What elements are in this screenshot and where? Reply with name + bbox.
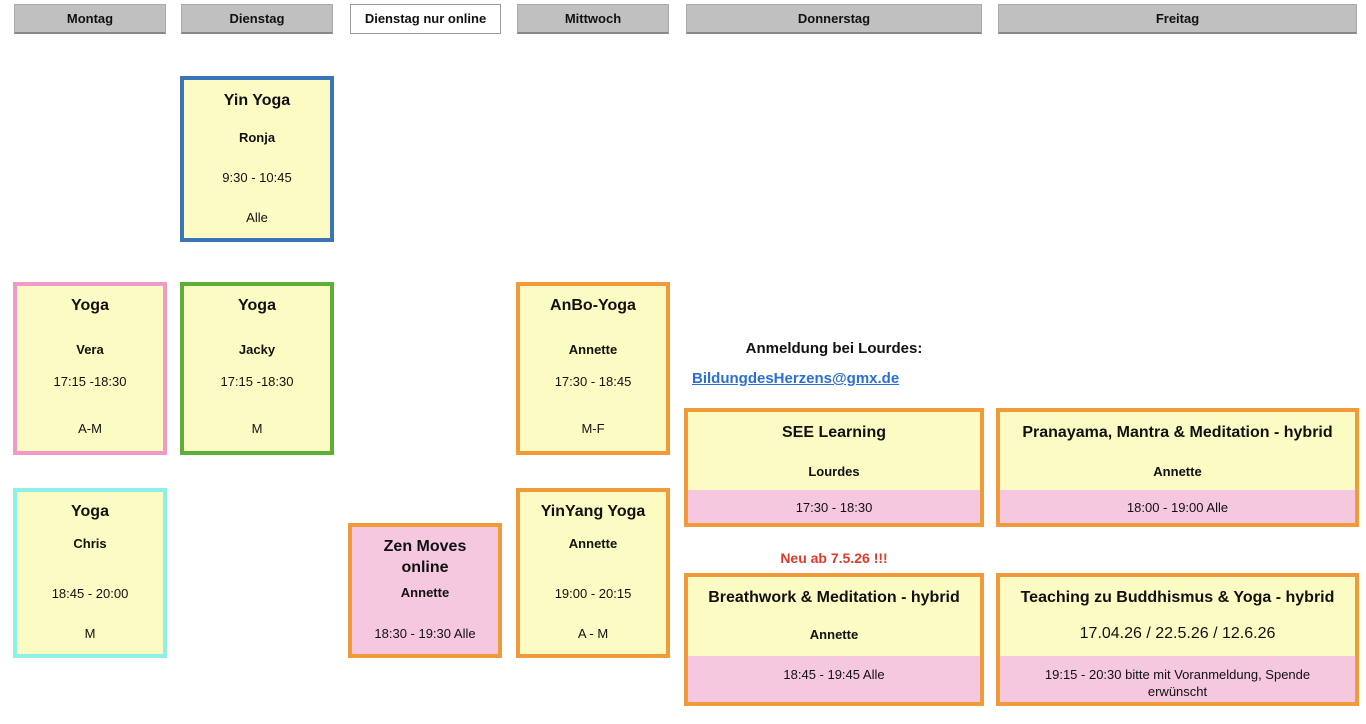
class-level: M (84, 626, 96, 641)
class-title: AnBo-Yoga (550, 297, 636, 314)
tab-donnerstag[interactable]: Donnerstag (686, 4, 982, 34)
class-card-teaching: Teaching zu Buddhismus & Yoga - hybrid 1… (996, 573, 1359, 706)
class-card-pranayama: Pranayama, Mantra & Meditation - hybrid … (996, 408, 1359, 527)
class-teacher: Ronja (238, 130, 276, 145)
class-time: 18:00 - 19:00 Alle (1126, 500, 1229, 515)
class-teacher: Jacky (238, 342, 276, 357)
tab-mittwoch[interactable]: Mittwoch (517, 4, 669, 34)
class-title-line2: online (401, 559, 449, 576)
class-teacher: Chris (73, 536, 107, 551)
class-card-yinyang-yoga: YinYang Yoga Annette 19:00 - 20:15 A - M (516, 488, 670, 658)
class-card-anbo-yoga: AnBo-Yoga Annette 17:30 - 18:45 M-F (516, 282, 670, 455)
class-teacher: Annette (568, 536, 618, 551)
class-title: YinYang Yoga (540, 503, 646, 520)
class-time: 17:15 -18:30 (53, 374, 127, 389)
tab-dienstag-online[interactable]: Dienstag nur online (350, 4, 501, 34)
class-title: Yoga (71, 503, 109, 520)
class-card-yin-yoga: Yin Yoga Ronja 9:30 - 10:45 Alle (180, 76, 334, 242)
class-teacher: Annette (809, 627, 859, 642)
class-teacher: Annette (400, 585, 450, 600)
class-teacher: Annette (1153, 464, 1202, 479)
class-title: Teaching zu Buddhismus & Yoga - hybrid (1020, 589, 1335, 606)
new-note: Neu ab 7.5.26 !!! (780, 550, 888, 566)
registration-email-link[interactable]: BildungdesHerzens@gmx.de (692, 370, 900, 387)
class-time: 18:30 - 19:30 Alle (374, 626, 476, 641)
class-time: 17:30 - 18:30 (795, 500, 873, 515)
class-title: SEE Learning (781, 424, 887, 441)
class-time: 17:15 -18:30 (220, 374, 294, 389)
class-teacher: Annette (568, 342, 618, 357)
tab-dienstag[interactable]: Dienstag (181, 4, 333, 34)
class-dates: 17.04.26 / 22.5.26 / 12.6.26 (1079, 625, 1276, 642)
class-title: Pranayama, Mantra & Meditation - hybrid (1022, 424, 1333, 441)
class-title: Breathwork & Meditation - hybrid (708, 589, 960, 606)
class-card-see-learning: SEE Learning Lourdes 17:30 - 18:30 (684, 408, 984, 527)
class-card-yoga-chris: Yoga Chris 18:45 - 20:00 M (13, 488, 167, 658)
class-card-breathwork: Breathwork & Meditation - hybrid Annette… (684, 573, 984, 706)
class-time: 19:00 - 20:15 (554, 586, 632, 601)
class-level: A - M (577, 626, 609, 641)
class-title: Yoga (238, 297, 276, 314)
class-level: A-M (78, 421, 102, 436)
tab-freitag[interactable]: Freitag (998, 4, 1357, 34)
class-teacher: Vera (76, 342, 104, 357)
class-teacher: Lourdes (808, 464, 860, 479)
class-level: Alle (246, 210, 268, 225)
class-title: Yin Yoga (223, 92, 291, 109)
class-time: 19:15 - 20:30 bitte mit Voranmeldung, Sp… (1044, 667, 1311, 699)
class-card-yoga-vera: Yoga Vera 17:15 -18:30 A-M (13, 282, 167, 455)
class-time: 17:30 - 18:45 (554, 374, 632, 389)
registration-label: Anmeldung bei Lourdes: (745, 340, 923, 357)
class-title: Zen Moves (383, 538, 467, 555)
tab-montag[interactable]: Montag (14, 4, 166, 34)
class-card-yoga-jacky: Yoga Jacky 17:15 -18:30 M (180, 282, 334, 455)
class-level: M-F (581, 421, 605, 436)
class-time: 18:45 - 19:45 Alle (783, 667, 885, 682)
class-time: 18:45 - 20:00 (51, 586, 129, 601)
class-level: M (251, 421, 263, 436)
class-card-zen-moves: Zen Moves online Annette 18:30 - 19:30 A… (348, 523, 502, 658)
class-time: 9:30 - 10:45 (222, 170, 292, 185)
class-title: Yoga (71, 297, 109, 314)
